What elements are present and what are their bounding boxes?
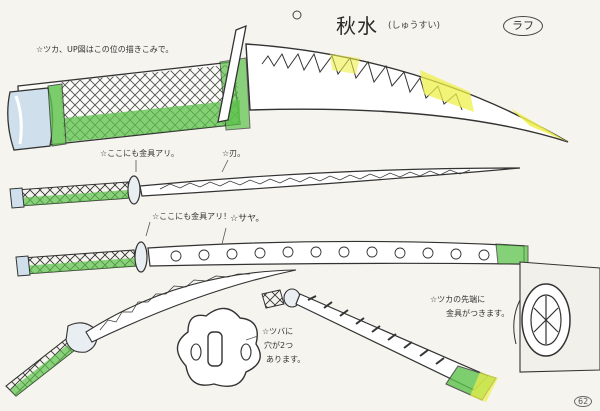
sheet-title: 秋水	[336, 14, 378, 38]
rough-stamp: ラフ	[503, 16, 543, 36]
note-tsuka-closeup: ☆ツカ、UP図はこの位の描きこみで。	[36, 45, 174, 54]
note-blade: ☆刃。	[222, 149, 246, 158]
page-number: 62	[574, 396, 593, 407]
callout-lines	[135, 159, 259, 341]
kashira-detail	[513, 261, 600, 373]
blade-closeup	[217, 24, 569, 143]
tsuba-2	[134, 241, 148, 273]
note-tsuba-line2: 穴が2つ	[264, 341, 294, 350]
note-fitting-2: ☆ここにも金具アリ！	[152, 212, 232, 221]
note-tsuba-line3: あります。	[266, 355, 306, 364]
tsuka-closeup	[7, 57, 251, 151]
mark-dot	[292, 10, 302, 20]
note-fitting-1: ☆ここにも金具アリ。	[100, 149, 179, 158]
note-pommel-line1: ☆ツカの先端に	[430, 295, 486, 304]
tsuba-1	[127, 175, 141, 205]
note-saya: ☆サヤ。	[230, 214, 265, 224]
title-reading: (しゅうすい)	[388, 21, 441, 31]
note-tsuba-line1: ☆ツバに	[262, 327, 294, 336]
kashira-cap	[7, 87, 54, 151]
katana-saya	[15, 240, 529, 277]
katana-diagonal	[261, 288, 498, 402]
note-pommel-line2: 金具がつきます。	[446, 309, 510, 318]
katana-angled	[5, 269, 297, 397]
tsuba-detail	[176, 307, 261, 387]
katana-full	[9, 167, 521, 209]
